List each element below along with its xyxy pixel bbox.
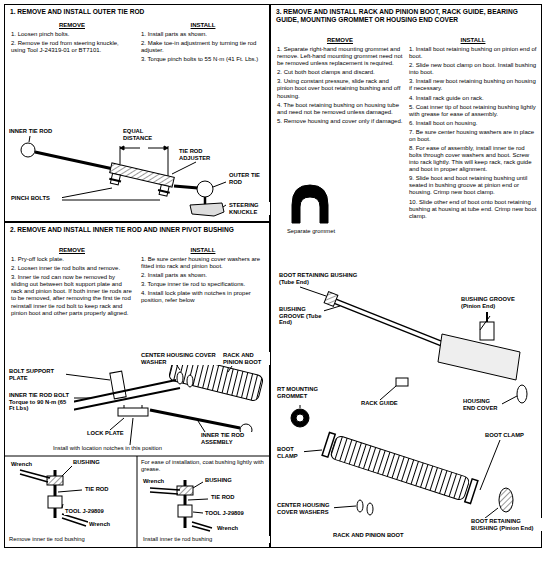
procedure-step: 2. Cut both boot clamps and discard. xyxy=(277,69,403,76)
bushing-removal-figure xyxy=(20,470,88,526)
part-label: TIE ROD ADJUSTER xyxy=(178,148,224,161)
part-label: BUSHING xyxy=(72,459,118,466)
instruction-note: For ease of installation, coat bushing l… xyxy=(140,459,268,472)
rt-mounting-grommet xyxy=(291,409,309,427)
part-label: RACK GUIDE xyxy=(360,400,412,407)
column-header: INSTALL xyxy=(141,22,265,29)
part-label: BOOT RETAINING BUSHING (Tube End) xyxy=(278,272,360,285)
part-label: INNER TIE ROD xyxy=(8,128,60,135)
figure-caption: Install inner tie rod bushing xyxy=(142,536,270,543)
procedure-step: 3. Using constant pressure, slide rack a… xyxy=(277,78,403,99)
bushing-install-figure xyxy=(150,480,212,531)
procedure-step: 6. Install boot on housing. xyxy=(409,120,537,127)
part-label: RACK AND PINION BOOT xyxy=(222,352,270,365)
procedure-step: 1. Install boot retaining bushing on pin… xyxy=(409,46,537,60)
housing-end-cover xyxy=(517,385,527,403)
inner-tie-rod-assembly xyxy=(150,410,240,428)
dimension-label: EQUAL DISTANCE xyxy=(122,128,170,141)
procedure-step: 1. Install parts as shown. xyxy=(141,31,265,38)
part-label: BUSHING GROOVE (Pinion End) xyxy=(460,296,532,309)
procedure-step: 1. Be sure center housing cover washers … xyxy=(141,256,265,270)
rack-guide xyxy=(396,378,408,386)
column-header: INSTALL xyxy=(409,37,537,44)
part-label: LOCK PLATE xyxy=(86,430,128,437)
procedure-step: 5. Coat inner tip of boot retaining bush… xyxy=(409,104,537,118)
part-label: CENTER HOUSING COVER WASHER xyxy=(140,352,220,365)
procedure-step: 8. For ease of assembly, install inner t… xyxy=(409,145,537,173)
panel-heading: 1. REMOVE AND INSTALL OUTER TIE ROD xyxy=(10,8,264,16)
procedure-step: 2. Loosen inner tie rod bolts and remove… xyxy=(11,265,133,272)
procedure-step: 3. Install new boot retaining bushing on… xyxy=(409,78,537,92)
part-label: STEERING KNUCKLE xyxy=(228,202,270,215)
procedure-step: 9. Slide boot and boot retaining bushing… xyxy=(409,175,537,196)
tie-rod-adjuster xyxy=(107,163,174,197)
procedure-step: 2. Make toe-in adjustment by turning tie… xyxy=(141,40,265,54)
procedure-step: 1. Loosen pinch bolts. xyxy=(11,31,133,38)
part-label: BUSHING GROOVE (Tube End) xyxy=(278,306,324,326)
rack-and-pinion-boot xyxy=(322,432,478,503)
procedure-step: 2. Slide new boot clamp on boot. Install… xyxy=(409,62,537,76)
part-label: RACK AND PINION BOOT xyxy=(332,532,434,539)
tool-label: TOOL J-29809 xyxy=(64,508,126,515)
procedure-step: 4. The boot retaining bushing on housing… xyxy=(277,102,403,116)
outer-tie-rod-housing xyxy=(197,181,213,197)
steering-knuckle xyxy=(190,203,224,216)
center-housing-cover-washer xyxy=(357,500,363,512)
part-label: CENTER HOUSING COVER WASHERS xyxy=(276,502,334,515)
tool-label: Wrench xyxy=(88,521,124,528)
part-label: INNER TIE ROD ASSEMBLY xyxy=(200,432,264,445)
part-label: BOOT CLAMP xyxy=(276,446,304,459)
separate-grommet-figure xyxy=(292,185,328,223)
bolt-support-plate xyxy=(110,371,126,399)
procedure-step: 1. Separate right-hand mounting grommet … xyxy=(277,46,403,67)
lock-plate xyxy=(118,408,148,416)
procedure-step: 3. Inner tie rod can now be removed by s… xyxy=(11,274,133,316)
part-label: PINCH BOLTS xyxy=(10,195,62,202)
instruction-note: Install with location notches in this po… xyxy=(52,445,214,452)
part-label: HOUSING END COVER xyxy=(462,398,502,411)
figure-caption: Remove inner tie rod bushing xyxy=(8,536,136,543)
procedure-step: 3. Torque pinch bolts to 55 N·m (41 Ft. … xyxy=(141,56,265,63)
column-header: REMOVE xyxy=(277,37,403,44)
part-label: OUTER TIE ROD xyxy=(228,172,268,185)
part-label: TIE ROD xyxy=(84,486,126,493)
tool-label: Wrench xyxy=(142,478,178,485)
procedure-step: 2. Install parts as shown. xyxy=(141,272,265,279)
part-label: INNER TIE ROD BOLT Torque to 90 N·m (65 … xyxy=(8,392,74,412)
tool-label: TOOL J-29809 xyxy=(204,510,266,517)
column-header: REMOVE xyxy=(11,247,133,254)
figure-caption: Separate grommet xyxy=(286,228,368,235)
part-label: TIE ROD xyxy=(210,494,252,501)
procedure-step: 4. Install lock plate with notches in pr… xyxy=(141,290,265,304)
panel-heading: 2. REMOVE AND INSTALL INNER TIE ROD AND … xyxy=(10,226,264,234)
procedure-step: 10. Slide other end of boot onto boot re… xyxy=(409,199,537,220)
procedure-step: 2. Remove tie rod from steering knuckle,… xyxy=(11,40,133,54)
part-label: BOLT SUPPORT PLATE xyxy=(8,368,66,381)
column-header: REMOVE xyxy=(11,22,133,29)
part-label: BUSHING xyxy=(204,477,250,484)
part-label: BOOT RETAINING BUSHING (Pinion End) xyxy=(470,518,542,531)
outer-tie-rod-shaft xyxy=(174,186,198,188)
tool-label: Wrench xyxy=(10,461,46,468)
procedure-step: 4. Install rack guide on rack. xyxy=(409,95,537,102)
procedure-panel: 1. REMOVE AND INSTALL OUTER TIE ROD REMOV… xyxy=(4,4,270,222)
part-label: BOOT CLAMP xyxy=(484,432,536,439)
inner-tie-rod xyxy=(21,143,118,170)
tool-label: Wrench xyxy=(216,525,252,532)
procedure-step: 1. Pry-off lock plate. xyxy=(11,256,133,263)
procedure-step: 7. Be sure center housing washers are in… xyxy=(409,129,537,143)
center-housing-washer xyxy=(177,372,183,384)
part-label: RT MOUNTING GROMMET xyxy=(276,386,338,399)
panel-heading: 3. REMOVE AND INSTALL RACK AND PINION BO… xyxy=(276,8,534,24)
boot-retaining-bushing-pinion xyxy=(499,488,513,512)
column-header: INSTALL xyxy=(141,247,265,254)
procedure-step: 5. Remove housing and cover only if dama… xyxy=(277,118,403,125)
procedure-step: 3. Torque inner tie rod to specification… xyxy=(141,281,265,288)
